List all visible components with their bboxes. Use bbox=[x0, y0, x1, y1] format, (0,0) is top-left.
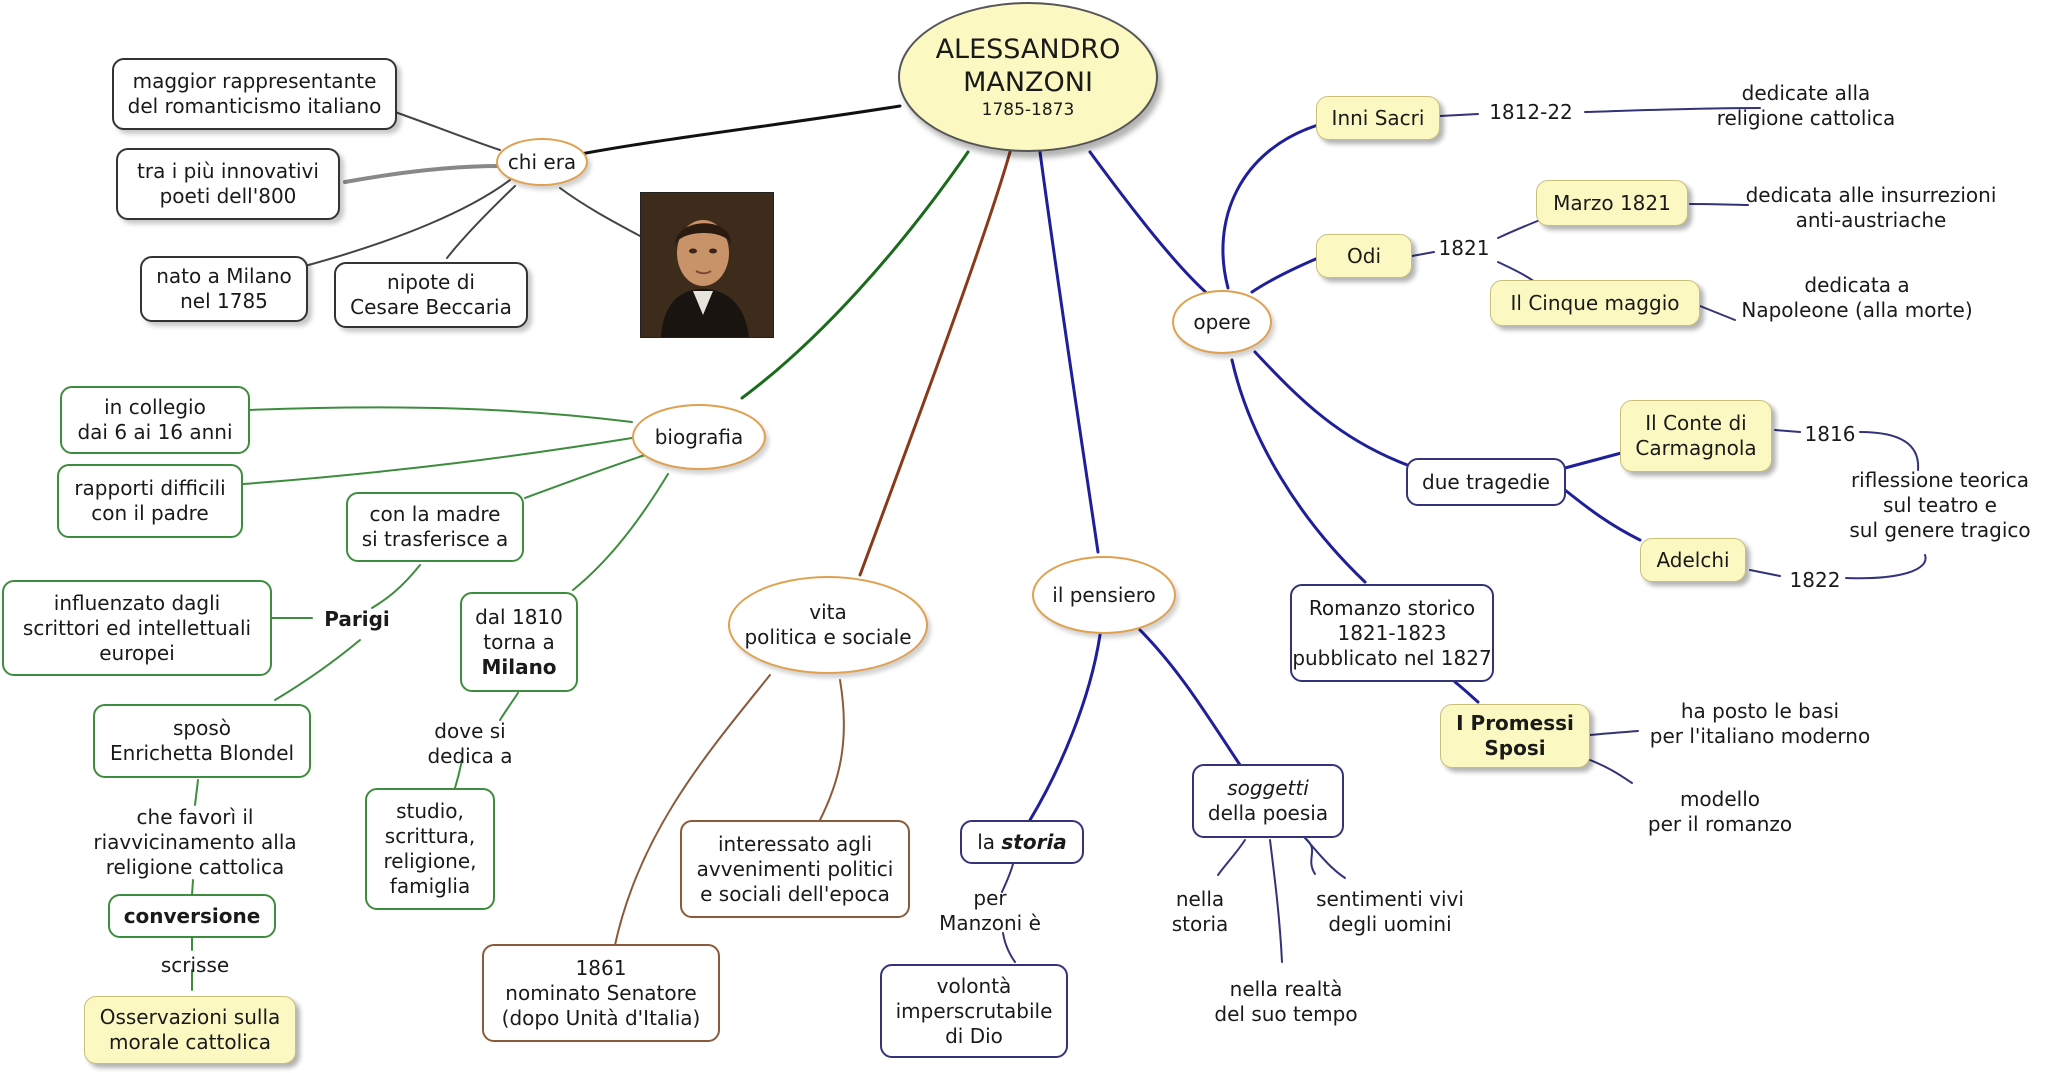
node-volonta-imperscrutabile[interactable]: volontà imperscrutabile di Dio bbox=[880, 964, 1068, 1058]
label-nella-storia: nella storia bbox=[1171, 887, 1229, 936]
node-i-promessi-sposi[interactable]: I Promessi Sposi bbox=[1440, 704, 1590, 768]
label-inni-year: 1812-22 bbox=[1489, 99, 1573, 124]
node-tra-i-piu-innovativi[interactable]: tra i più innovativi poeti dell'800 bbox=[116, 148, 340, 220]
label-dove-si-dedica: dove si dedica a bbox=[427, 719, 513, 768]
node-nato-a-milano[interactable]: nato a Milano nel 1785 bbox=[140, 256, 308, 322]
label-inni-desc: dedicate alla religione cattolica bbox=[1716, 81, 1896, 130]
node-il-cinque-maggio[interactable]: Il Cinque maggio bbox=[1490, 280, 1700, 326]
label-conte-year: 1816 bbox=[1804, 421, 1856, 446]
node-osservazioni-sulla-morale[interactable]: Osservazioni sulla morale cattolica bbox=[84, 996, 296, 1064]
label-che-favori: che favorì il riavvicinamento alla relig… bbox=[93, 804, 297, 879]
node-dal-1810-milano[interactable]: dal 1810 torna a Milano bbox=[460, 592, 578, 692]
node-con-la-madre[interactable]: con la madre si trasferisce a bbox=[346, 492, 524, 562]
node-sposo-enrichetta-blondel[interactable]: sposò Enrichetta Blondel bbox=[93, 704, 311, 778]
node-influenzato-dagli-scrittori[interactable]: influenzato dagli scrittori ed intellett… bbox=[2, 580, 272, 676]
label-parigi: Parigi bbox=[324, 606, 390, 631]
label-scrisse: scrisse bbox=[160, 952, 230, 977]
label-sentimenti-vivi: sentimenti vivi degli uomini bbox=[1316, 887, 1464, 936]
node-interessato-agli-avvenimenti[interactable]: interessato agli avvenimenti politici e … bbox=[680, 820, 910, 918]
center-title-line1: ALESSANDRO bbox=[935, 34, 1121, 65]
label-marzo-desc: dedicata alle insurrezioni anti-austriac… bbox=[1745, 183, 1997, 232]
node-vita-politica-sociale[interactable]: vita politica e sociale bbox=[728, 576, 928, 674]
label-riflessione-teorica: riflessione teorica sul teatro e sul gen… bbox=[1849, 467, 2031, 542]
label-modello-per-il-romanzo: modello per il romanzo bbox=[1647, 787, 1793, 836]
node-rapporti-difficili[interactable]: rapporti difficili con il padre bbox=[57, 464, 243, 538]
node-1861-senatore[interactable]: 1861 nominato Senatore (dopo Unità d'Ita… bbox=[482, 944, 720, 1042]
node-inni-sacri[interactable]: Inni Sacri bbox=[1316, 96, 1440, 140]
center-years: 1785-1873 bbox=[981, 100, 1075, 120]
node-la-storia[interactable]: la storia bbox=[960, 820, 1084, 864]
node-biografia[interactable]: biografia bbox=[632, 404, 766, 470]
node-il-pensiero[interactable]: il pensiero bbox=[1032, 556, 1176, 634]
portrait-illustration bbox=[641, 193, 773, 337]
node-conversione[interactable]: conversione bbox=[108, 894, 276, 938]
node-romanzo-storico[interactable]: Romanzo storico 1821-1823 pubblicato nel… bbox=[1290, 584, 1494, 682]
label-milano: Milano bbox=[481, 654, 557, 679]
node-studio-scrittura[interactable]: studio, scrittura, religione, famiglia bbox=[365, 788, 495, 910]
node-chi-era[interactable]: chi era bbox=[496, 138, 588, 186]
center-title-line2: MANZONI bbox=[963, 67, 1093, 98]
node-soggetti-della-poesia[interactable]: soggetti della poesia bbox=[1192, 764, 1344, 838]
label-odi-year: 1821 bbox=[1438, 235, 1490, 260]
label-adelchi-year: 1822 bbox=[1789, 567, 1841, 592]
topic-alessandro-manzoni[interactable]: ALESSANDRO MANZONI 1785-1873 bbox=[898, 2, 1158, 152]
node-maggior-rappresentante[interactable]: maggior rappresentante del romanticismo … bbox=[112, 58, 397, 130]
label-per-manzoni-e: per Manzoni è bbox=[939, 886, 1041, 935]
node-odi[interactable]: Odi bbox=[1316, 234, 1412, 278]
label-cinque-desc: dedicata a Napoleone (alla morte) bbox=[1741, 273, 1973, 322]
manzoni-portrait-image bbox=[640, 192, 774, 338]
node-in-collegio[interactable]: in collegio dai 6 ai 16 anni bbox=[60, 386, 250, 454]
node-due-tragedie[interactable]: due tragedie bbox=[1406, 458, 1566, 506]
node-nipote-di-beccaria[interactable]: nipote di Cesare Beccaria bbox=[334, 262, 528, 328]
label-ha-posto-le-basi: ha posto le basi per l'italiano moderno bbox=[1649, 699, 1871, 748]
node-adelchi[interactable]: Adelchi bbox=[1640, 538, 1746, 582]
label-storia: storia bbox=[1001, 829, 1067, 854]
label-nella-realta: nella realtà del suo tempo bbox=[1214, 977, 1358, 1026]
node-opere[interactable]: opere bbox=[1172, 290, 1272, 354]
node-conte-di-carmagnola[interactable]: Il Conte di Carmagnola bbox=[1620, 400, 1772, 472]
node-marzo-1821[interactable]: Marzo 1821 bbox=[1536, 180, 1688, 226]
chi-era-label: chi era bbox=[507, 149, 577, 174]
